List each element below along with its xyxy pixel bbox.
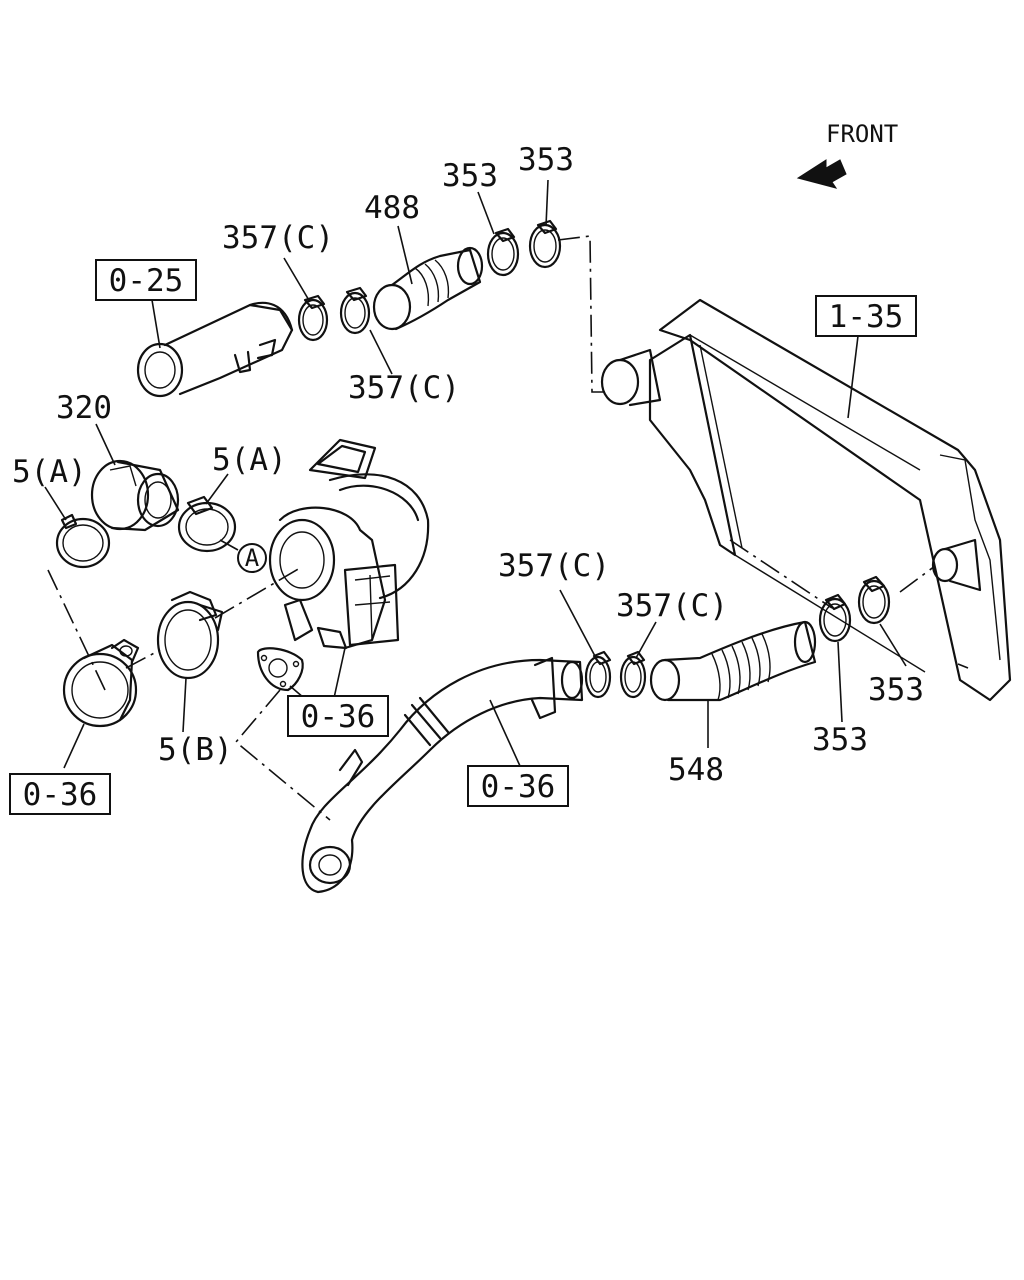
front-indicator: FRONT — [796, 120, 898, 189]
upper-pipe — [136, 301, 294, 398]
front-label: FRONT — [826, 120, 898, 148]
clamp-353-lower-1 — [818, 593, 852, 643]
callout-488: 488 — [364, 190, 420, 226]
callout-5b: 5(B) — [158, 732, 233, 768]
ref-box-0-25[interactable]: 0-25 — [95, 259, 197, 301]
callout-353-lower-2: 353 — [868, 672, 924, 708]
ref-box-label: 0-25 — [109, 263, 184, 299]
compressor-outlet — [62, 638, 140, 728]
clamp-357c-mid-2 — [619, 650, 647, 699]
front-arrow-icon — [796, 159, 847, 189]
intercooler — [600, 298, 1012, 702]
clamp-353-upper-2 — [528, 219, 562, 269]
clamp-357c-mid-1 — [584, 650, 612, 699]
clamp-5b — [156, 590, 224, 680]
clamp-5a-left — [55, 513, 111, 569]
marker-a-label: A — [245, 544, 260, 572]
callout-353-upper-2: 353 — [518, 142, 574, 178]
ref-box-0-36-left[interactable]: 0-36 — [9, 773, 111, 815]
callout-353-lower-1: 353 — [812, 722, 868, 758]
callout-548: 548 — [668, 752, 724, 788]
callout-labels: 357(C) 357(C) 488 353 353 320 5(A) 5(A) … — [12, 142, 924, 788]
gasket — [256, 647, 304, 692]
hose-548 — [649, 620, 817, 702]
leader-lines — [44, 179, 969, 769]
alignment-lines — [47, 235, 936, 821]
clamp-353-lower-2 — [857, 575, 891, 625]
ref-box-1-35[interactable]: 1-35 — [815, 295, 917, 337]
ref-box-label: 0-36 — [23, 777, 98, 813]
callout-320: 320 — [56, 390, 112, 426]
clamp-357c-top-2 — [339, 286, 371, 335]
callout-357c-mid-1: 357(C) — [498, 548, 610, 584]
callout-5a-left: 5(A) — [12, 454, 87, 490]
ref-box-0-36-bottom[interactable]: 0-36 — [467, 765, 569, 807]
turbocharger — [268, 438, 430, 650]
ref-box-label: 0-36 — [301, 699, 376, 735]
ref-box-label: 1-35 — [829, 299, 904, 335]
clamp-357c-top-1 — [297, 294, 329, 342]
ref-box-0-36-center[interactable]: 0-36 — [287, 695, 389, 737]
callout-357c-top-1: 357(C) — [222, 220, 334, 256]
lower-pipe — [301, 656, 584, 894]
callout-357c-mid-2: 357(C) — [616, 588, 728, 624]
callout-5a-right: 5(A) — [212, 442, 287, 478]
hose-488 — [372, 246, 484, 331]
callout-353-upper-1: 353 — [442, 158, 498, 194]
marker-a: A — [237, 543, 267, 573]
hose-320 — [90, 459, 180, 532]
callout-357c-top-2: 357(C) — [348, 370, 460, 406]
ref-box-label: 0-36 — [481, 769, 556, 805]
clamp-353-upper-1 — [486, 227, 520, 277]
